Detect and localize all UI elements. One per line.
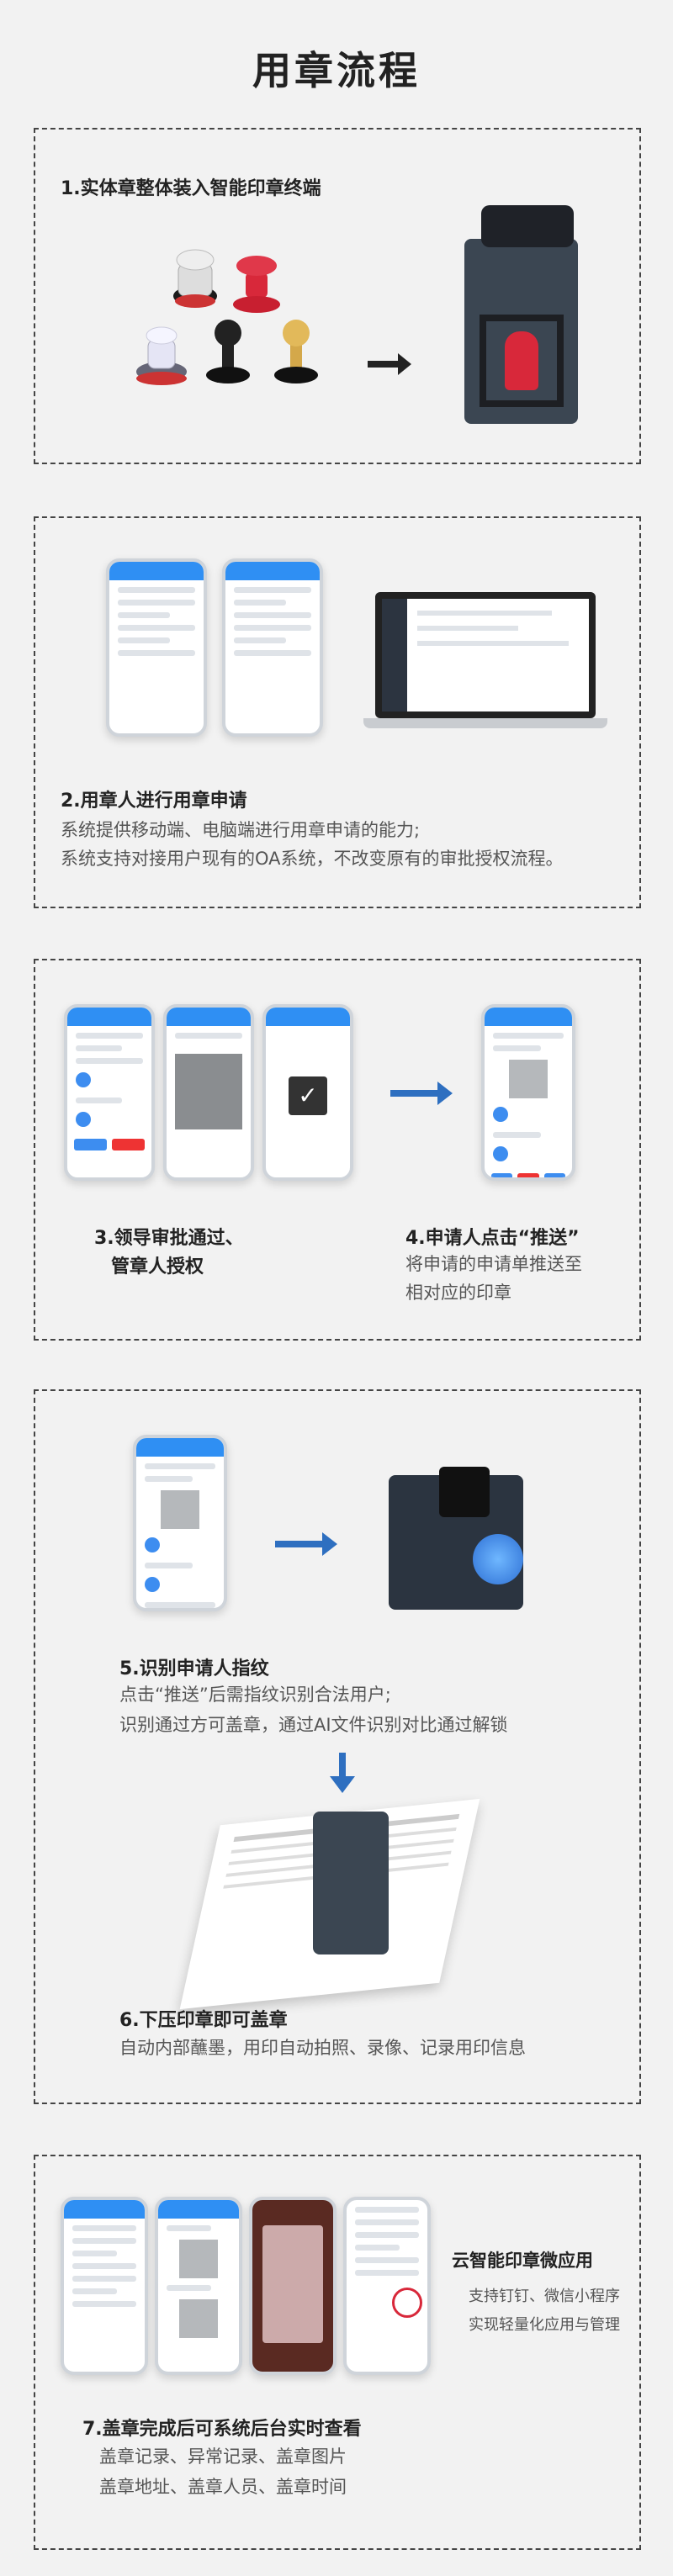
step1-heading: 1.实体章整体装入智能印章终端 [61, 178, 321, 199]
arrow-down-icon [330, 1753, 355, 1793]
terminal-screen [439, 1467, 490, 1517]
record-screen-1 [61, 2197, 148, 2375]
approval-screen-3: ✓ [262, 1004, 353, 1181]
terminal-top [481, 205, 574, 247]
step2-panel: 2.用章人进行用章申请 系统提供移动端、电脑端进行用章申请的能力; 系统支持对接… [34, 516, 641, 908]
step4-line-1: 将申请的申请单推送至 [405, 1254, 582, 1274]
mobile-app-screen-2 [222, 558, 323, 737]
step5-6-panel: 5.识别申请人指纹 点击“推送”后需指纹识别合法用户; 识别通过方可盖章，通过A… [34, 1389, 641, 2104]
arrow-right-icon [368, 353, 411, 375]
step6-line-1: 自动内部蘸墨，用印自动拍照、录像、记录用印信息 [119, 2038, 526, 2058]
document-preview-screen [343, 2197, 431, 2375]
step6-heading: 6.下压印章即可盖章 [119, 2010, 288, 2031]
step4-heading: 4.申请人点击“推送” [405, 1228, 580, 1249]
push-screen [481, 1004, 575, 1181]
step3-heading-l2: 管章人授权 [111, 1256, 204, 1277]
arrow-right-icon [275, 1532, 337, 1556]
step3-heading-l1: 3.领导审批通过、 [94, 1228, 244, 1249]
stamp-inside [505, 331, 538, 390]
approval-screen-1 [64, 1004, 155, 1181]
step2-line-2: 系统支持对接用户现有的OA系统，不改变原有的审批授权流程。 [61, 849, 564, 869]
side-line-1: 支持钉钉、微信小程序 [469, 2288, 620, 2305]
step7-panel: 云智能印章微应用 支持钉钉、微信小程序 实现轻量化应用与管理 7.盖章完成后可系… [34, 2155, 641, 2550]
step7-line-1: 盖章记录、异常记录、盖章图片 [99, 2446, 347, 2467]
side-line-2: 实现轻量化应用与管理 [469, 2316, 620, 2334]
step2-line-1: 系统提供移动端、电脑端进行用章申请的能力; [61, 820, 421, 840]
step1-panel: 1.实体章整体装入智能印章终端 [34, 128, 641, 464]
red-seal-icon [392, 2288, 422, 2318]
arrow-right-icon [390, 1082, 453, 1105]
step7-line-2: 盖章地址、盖章人员、盖章时间 [99, 2477, 347, 2497]
approval-screen-2 [163, 1004, 254, 1181]
check-icon: ✓ [289, 1076, 327, 1115]
step7-heading: 7.盖章完成后可系统后台实时查看 [82, 2419, 362, 2440]
fingerprint-terminal [389, 1467, 523, 1610]
fingerprint-app-screen [133, 1435, 227, 1611]
step2-heading: 2.用章人进行用章申请 [61, 791, 247, 812]
mobile-app-screen-1 [106, 558, 207, 737]
stamp-group-illustration [136, 249, 318, 385]
step4-line-2: 相对应的印章 [405, 1283, 511, 1303]
step5-line-2: 识别通过方可盖章，通过AI文件识别对比通过解锁 [119, 1715, 508, 1735]
step5-line-1: 点击“推送”后需指纹识别合法用户; [119, 1685, 391, 1705]
side-title: 云智能印章微应用 [452, 2251, 593, 2271]
smart-seal-terminal [464, 205, 578, 424]
fingerprint-sensor-icon [473, 1534, 523, 1584]
terminal-window [480, 315, 564, 407]
step3-4-panel: ✓ 3.领导审批通过、 管章人授权 4.申请人点击“推送” 将申请的申请单推送至… [34, 959, 641, 1341]
record-screen-2 [155, 2197, 242, 2375]
seal-photo-screen [249, 2197, 336, 2375]
stamping-terminal [313, 1812, 389, 1954]
step5-heading: 5.识别申请人指纹 [119, 1658, 269, 1679]
laptop-screen [363, 592, 607, 735]
page-title: 用章流程 [252, 48, 421, 93]
